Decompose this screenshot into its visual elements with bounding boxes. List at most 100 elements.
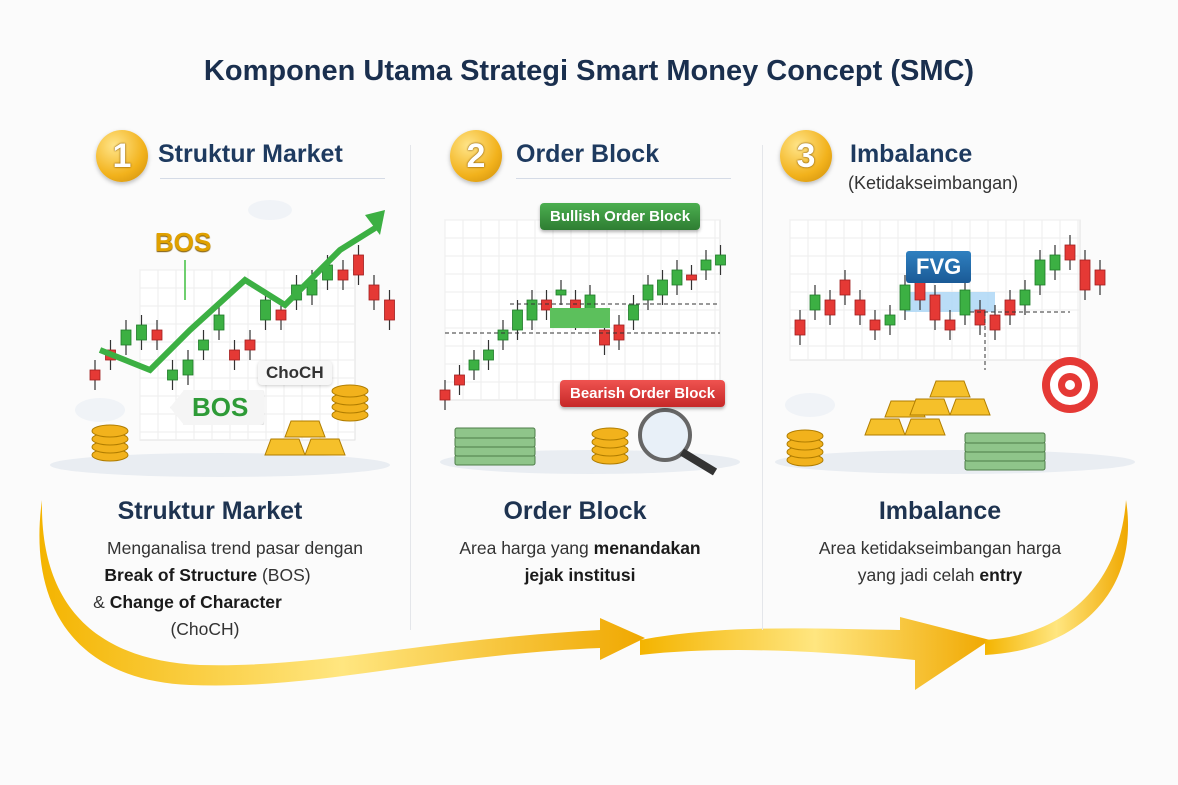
desc-text: Area harga yang (459, 538, 594, 558)
bearish-candle (384, 299, 395, 321)
gold-coin (591, 427, 629, 441)
gold-bar (909, 398, 951, 416)
desc-line: Menganalisa trend pasar dengan (107, 538, 363, 558)
bearish-candle (1079, 259, 1091, 291)
desc-line: Break of Structure (BOS) (5, 562, 410, 589)
bullish-candle (657, 279, 668, 296)
desc-line: Area harga yang menandakan (420, 535, 740, 562)
page-title: Komponen Utama Strategi Smart Money Conc… (203, 55, 975, 87)
card-desc-imbalance: Area ketidakseimbangan harga yang jadi c… (780, 535, 1100, 589)
fvg-label: FVG (906, 251, 972, 283)
cloud-icon (248, 200, 292, 220)
bullish-candle (884, 314, 896, 326)
bullish-candle (136, 324, 147, 341)
platform (50, 453, 390, 477)
bearish-candle (1004, 299, 1016, 316)
imbalance-chart (775, 219, 1135, 474)
gold-coin (786, 429, 824, 443)
bullish-order-block-label: Bullish Order Block (540, 203, 701, 230)
gold-bar (264, 438, 306, 456)
desc-line: Area ketidakseimbangan harga (818, 538, 1062, 558)
bullish-candle (1034, 259, 1046, 286)
gold-bar (284, 420, 326, 438)
trend-arrow (98, 222, 382, 374)
cloud-icon (75, 398, 125, 422)
desc-bold: Break of Structure (104, 565, 258, 585)
gold-coin (91, 424, 129, 438)
column-divider (410, 145, 411, 630)
card-desc-order-block: Area harga yang menandakan jejak institu… (420, 535, 740, 589)
bullish-candle (198, 339, 209, 351)
bearish-candle (541, 299, 552, 311)
gold-bar (949, 398, 991, 416)
bullish-candle (182, 359, 194, 376)
bos-label-top: BOS (155, 227, 212, 257)
desc-text: yang jadi celah (857, 565, 980, 585)
section-header-order-block: Order Block (516, 140, 660, 168)
bearish-candle (151, 329, 163, 341)
gold-bar (929, 380, 971, 398)
desc-line: & Change of Character (0, 589, 410, 616)
cash-stack (454, 427, 536, 439)
card-title-imbalance: Imbalance (878, 497, 1002, 525)
bullish-candle (483, 349, 494, 361)
desc-bold: entry (979, 565, 1023, 585)
bullish-candle (167, 369, 178, 381)
trend-arrow-head (365, 210, 385, 235)
desc-bold: Change of Character (109, 592, 282, 612)
bullish-candle (526, 299, 538, 321)
desc-line: jejak institusi (420, 562, 740, 589)
magnifier-icon (638, 408, 692, 462)
step-badge-3: 3 (780, 130, 832, 182)
step-badge-1: 1 (96, 130, 148, 182)
card-desc-structure: Menganalisa trend pasar dengan Break of … (60, 535, 410, 643)
bearish-candle (929, 294, 941, 321)
bullish-candle (120, 329, 132, 346)
bearish-candle (854, 299, 866, 316)
bearish-candle (229, 349, 240, 361)
card-title-order-block: Order Block (503, 497, 647, 525)
desc-line: yang jadi celah entry (780, 562, 1100, 589)
target-icon (1065, 380, 1075, 390)
bearish-candle (89, 369, 101, 381)
bullish-candle (260, 299, 271, 321)
bearish-order-block-label: Bearish Order Block (560, 380, 726, 407)
bullish-candle (512, 309, 523, 331)
bearish-candle (1064, 244, 1076, 261)
card-title-structure: Struktur Market (117, 497, 303, 525)
section-header-structure: Struktur Market (158, 140, 343, 168)
bullish-candle (899, 284, 911, 311)
magnifier-handle (679, 448, 718, 476)
gold-bar (904, 418, 946, 436)
bearish-candle (824, 299, 836, 316)
desc-text: & (93, 592, 110, 612)
desc-line: (ChoCH) (170, 619, 240, 639)
bullish-candle (468, 359, 480, 371)
section-header-imbalance: Imbalance (850, 140, 973, 168)
fvg-zone (905, 292, 995, 312)
bearish-candle (275, 309, 287, 321)
cash-stack (964, 432, 1046, 444)
bearish-candle (989, 314, 1001, 331)
bullish-candle (1019, 289, 1031, 306)
gold-bar (304, 438, 346, 456)
bearish-candle (454, 374, 465, 386)
bos-label-bottom: BOS (170, 390, 265, 425)
bullish-candle (213, 314, 225, 331)
bullish-candle (809, 294, 821, 311)
bearish-candle (1094, 269, 1106, 286)
market-structure-chart (50, 200, 395, 477)
gold-bar (864, 418, 906, 436)
bearish-candle (439, 389, 451, 401)
cloud-icon (785, 393, 835, 417)
bearish-candle (869, 319, 881, 331)
header-underline (160, 178, 385, 179)
bearish-candle (368, 284, 380, 301)
bearish-candle (794, 319, 806, 336)
column-divider (762, 145, 763, 630)
bullish-candle (671, 269, 683, 286)
desc-text: (BOS) (257, 565, 311, 585)
bullish-candle (1049, 254, 1061, 271)
bullish-candle (497, 329, 509, 341)
gold-coin (331, 384, 369, 398)
